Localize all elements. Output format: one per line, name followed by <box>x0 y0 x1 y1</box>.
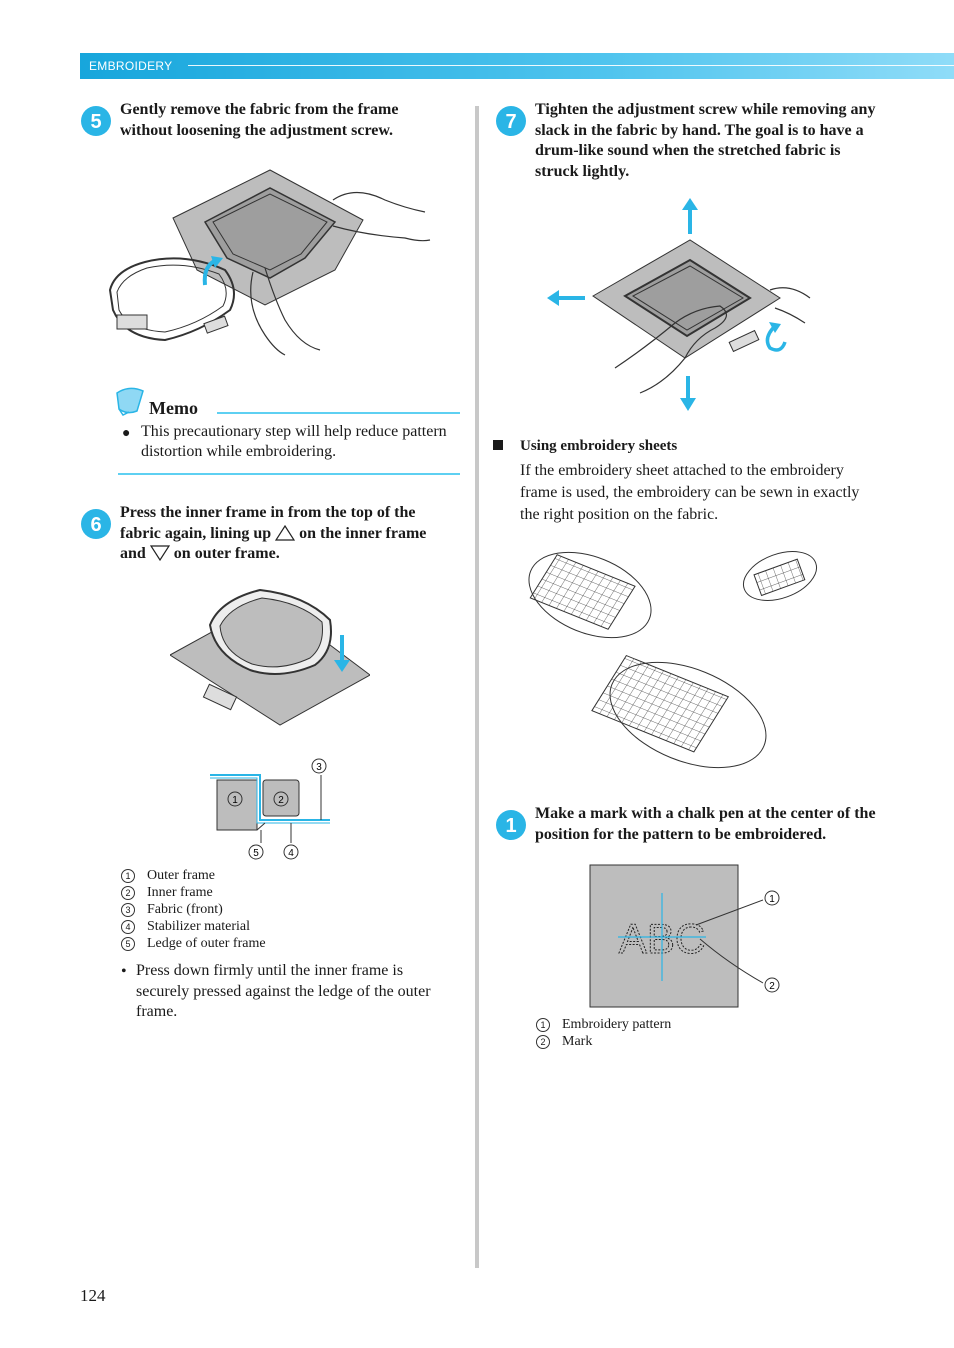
remove-fabric-illustration <box>108 169 431 356</box>
column-divider <box>475 106 479 1268</box>
step-7-instruction: Tighten the adjustment screw while remov… <box>535 101 876 180</box>
chalk-mark-diagram: ABC 1 2 <box>589 864 780 1008</box>
step-6-line-3: and on outer frame. <box>120 545 280 562</box>
step-6-instruction: Press the inner frame in from the top of… <box>120 503 465 565</box>
step-5-instruction: Gently remove the fabric from the frame … <box>120 101 399 139</box>
mark-callout-2: 2 <box>769 981 775 992</box>
step-6-icon: 6 <box>81 509 111 539</box>
callout-3: 3 <box>316 762 322 773</box>
sheets-description: If the embroidery sheet attached to the … <box>520 462 860 523</box>
page-number: 124 <box>80 1286 106 1305</box>
header-rule <box>188 65 954 66</box>
section-title: EMBROIDERY <box>89 59 173 73</box>
svg-text:1: 1 <box>505 815 516 837</box>
sheets-heading: Using embroidery sheets <box>520 438 678 454</box>
press-frame-illustration <box>170 588 370 726</box>
medium-sheet <box>528 551 652 639</box>
step-1-icon: 1 <box>496 810 526 840</box>
small-sheet <box>743 551 817 601</box>
svg-text:5: 5 <box>90 111 101 133</box>
step-1-instruction: Make a mark with a chalk pen at the cent… <box>535 805 876 843</box>
mark-callout-1: 1 <box>769 894 775 905</box>
callout-2: 2 <box>278 795 284 806</box>
bullet-dot-icon: ● <box>122 426 131 441</box>
memo-bullet: ● <box>122 424 130 442</box>
memo-bottom-rule <box>118 473 460 475</box>
tighten-screw-illustration <box>547 198 811 411</box>
embroidery-sheets-illustration <box>528 551 817 769</box>
triangle-down-icon <box>149 545 170 561</box>
callout-1: 1 <box>232 795 238 806</box>
triangle-up-icon <box>275 524 296 541</box>
svg-text:7: 7 <box>505 111 516 133</box>
callout-5: 5 <box>253 848 259 859</box>
step-5-icon: 5 <box>81 106 111 136</box>
memo-text: This precautionary step will help reduce… <box>141 423 447 460</box>
note-bullet-dot: • <box>121 963 127 980</box>
step-6-line-2: fabric again, lining up on the inner fra… <box>120 524 427 542</box>
section-header-bar: EMBROIDERY <box>80 53 954 79</box>
step-6-line-1: Press the inner frame in from the top of… <box>120 504 416 521</box>
large-sheet <box>591 654 767 769</box>
memo-top-rule <box>217 412 460 414</box>
svg-text:6: 6 <box>90 514 101 536</box>
press-note: Press down firmly until the inner frame … <box>136 962 431 1020</box>
memo-title: Memo <box>149 398 198 418</box>
callout-4: 4 <box>288 848 294 859</box>
memo-icon <box>116 387 144 416</box>
square-bullet-icon <box>493 440 503 450</box>
frame-cross-section-diagram: 1 2 3 4 5 <box>210 758 330 860</box>
step-7-icon: 7 <box>496 106 526 136</box>
